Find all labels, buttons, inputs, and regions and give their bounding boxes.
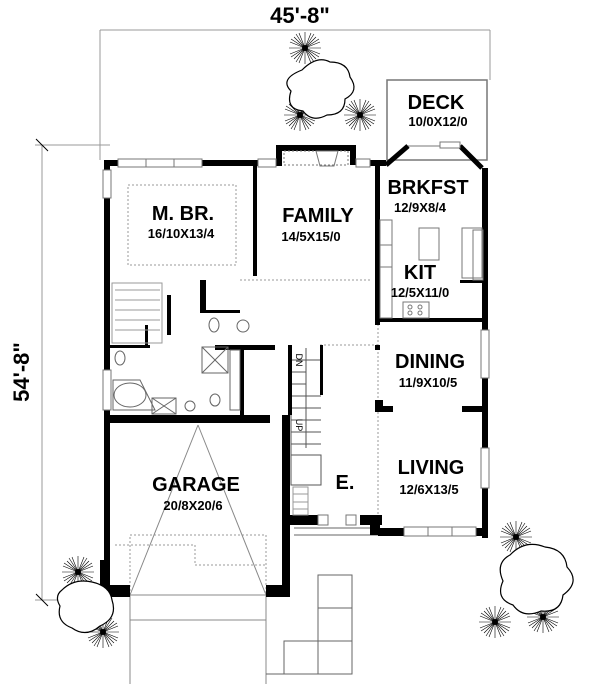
garage-lines [129,424,267,684]
interior-lines [115,168,379,596]
living-dims: 12/6X13/5 [399,482,459,497]
walkway [266,527,380,675]
stairs-up-label: UP [294,418,304,432]
mbr-name: M. BR. [151,203,215,225]
garage-dims: 20/8X20/6 [163,498,223,513]
deck-outline [386,79,488,161]
stairs-down-label: DN [294,353,304,367]
bay-window [384,141,484,170]
dining-dims: 11/9X10/5 [398,375,458,390]
brkfst-name: BRKFST [387,177,469,199]
kitchen-fixtures [379,219,483,319]
closet-hatching [111,282,309,516]
dining-name: DINING [395,351,465,373]
staircase [290,348,322,486]
landscaping [56,31,574,649]
family-dims: 14/5X15/0 [281,229,341,244]
entry-name: E. [335,472,355,494]
family-name: FAMILY [282,205,354,227]
windows [102,158,490,537]
fireplace [283,150,349,167]
overall-depth-label: 54'-8" [9,342,34,402]
living-name: LIVING [397,457,465,479]
overall-width-label: 45'-8" [270,3,330,28]
kit-name: KIT [403,262,437,284]
garage-name: GARAGE [152,474,240,496]
mbr-dims: 16/10X13/4 [147,226,215,241]
deck-name: DECK [407,92,465,114]
stair-walls [288,345,323,415]
kit-dims: 12/5X11/0 [390,285,450,300]
brkfst-dims: 12/9X8/4 [393,200,447,215]
bath-fixtures [112,317,250,415]
deck-dims: 10/0X12/0 [408,114,468,129]
